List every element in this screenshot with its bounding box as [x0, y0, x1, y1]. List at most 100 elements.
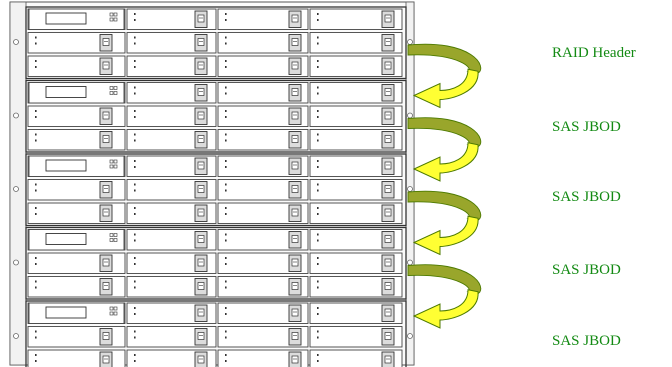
drive-led: [317, 233, 319, 236]
drive-led: [225, 42, 227, 45]
drive-bay: [27, 276, 126, 298]
drive-latch-window: [384, 208, 392, 217]
drive-latch-window: [197, 88, 205, 96]
drive-led: [35, 213, 37, 215]
drive-tray: [309, 8, 403, 30]
drive-led: [225, 257, 227, 259]
drive-led: [317, 307, 319, 309]
drive-led: [35, 336, 37, 339]
drive-bay: [217, 8, 309, 30]
drive-led: [225, 116, 227, 118]
mount-hole-left: [13, 112, 19, 119]
mount-hole-right: [407, 186, 413, 192]
drive-latch-window: [291, 135, 299, 143]
drive-tray: [309, 326, 403, 348]
enclosure-jbod-2: [13, 153, 413, 227]
drive-led: [225, 183, 227, 186]
drive-latch-window: [197, 61, 205, 70]
panel-button: [113, 91, 118, 95]
drive-tray: [126, 129, 217, 151]
drive-led: [225, 166, 227, 168]
drive-led: [134, 42, 136, 45]
drive-latch-window: [291, 258, 299, 267]
panel-button: [109, 233, 114, 237]
drive-tray: [217, 105, 309, 127]
drive-led: [317, 139, 319, 142]
drive-led: [225, 189, 227, 192]
enclosure-jbod-3: [13, 226, 413, 300]
drive-latch-window: [291, 88, 299, 96]
drive-tray: [217, 229, 309, 251]
drive-led: [134, 183, 136, 186]
drive-bay: [126, 32, 217, 54]
drive-bay: [309, 276, 403, 298]
enclosure-chassis: [25, 6, 407, 80]
drive-latch-window: [197, 282, 205, 290]
cascade-arrow-1: [407, 43, 482, 109]
drive-led: [35, 139, 37, 142]
drive-latch-window: [197, 161, 205, 170]
drive-latch-window: [197, 185, 205, 193]
drive-led: [225, 354, 227, 356]
drive-tray: [126, 229, 217, 251]
panel-button: [113, 12, 118, 17]
drive-tray: [217, 326, 309, 348]
drive-bay: [126, 326, 217, 348]
enclosure-label-jbod-2: SAS JBOD: [552, 189, 621, 205]
panel-button: [109, 238, 114, 242]
drive-led: [225, 330, 227, 333]
drive-led: [225, 36, 227, 39]
mount-hole-left: [13, 186, 19, 192]
drive-led: [225, 360, 227, 362]
drive-led: [317, 166, 319, 168]
drive-tray: [217, 349, 309, 367]
drive-tray: [126, 326, 217, 348]
drive-led: [317, 60, 319, 62]
drive-bay: [126, 302, 217, 324]
drive-latch-window: [291, 235, 299, 243]
panel-button: [109, 91, 114, 95]
drive-led: [225, 313, 227, 315]
drive-led: [35, 354, 37, 356]
panel-button: [109, 164, 114, 169]
mount-hole-right: [407, 39, 413, 45]
enclosure-label-raid-header: RAID Header: [552, 45, 636, 61]
enclosure-chassis: [25, 79, 407, 153]
drive-led: [317, 257, 319, 259]
drive-led: [35, 110, 37, 112]
drive-led: [225, 213, 227, 215]
drive-led: [317, 360, 319, 362]
drive-bay: [309, 55, 403, 77]
panel-button: [109, 12, 114, 17]
arrow-head: [412, 215, 479, 256]
drive-led: [134, 160, 136, 162]
drive-bay: [126, 252, 217, 274]
drive-led: [134, 66, 136, 68]
drive-led: [134, 92, 136, 95]
drive-bay: [27, 202, 126, 224]
drive-tray: [309, 155, 403, 177]
drive-led: [317, 336, 319, 339]
drive-bay: [217, 326, 309, 348]
drive-tray: [309, 179, 403, 201]
drive-bay: [217, 179, 309, 201]
drive-tray: [217, 202, 309, 224]
drive-tray: [217, 82, 309, 104]
drive-led: [225, 13, 227, 15]
drive-tray: [126, 349, 217, 367]
panel-button: [113, 233, 118, 237]
drive-tray: [309, 32, 403, 54]
lcd-display: [45, 86, 87, 98]
drive-tray: [217, 8, 309, 30]
mount-hole-right: [407, 112, 413, 119]
arrow-head: [412, 68, 479, 109]
drive-led: [35, 116, 37, 118]
enclosure-label-jbod-1: SAS JBOD: [552, 119, 621, 135]
drive-led: [225, 263, 227, 265]
drive-led: [317, 313, 319, 315]
drive-led: [35, 263, 37, 265]
drive-led: [134, 139, 136, 142]
drive-led: [35, 330, 37, 333]
drive-bay: [126, 105, 217, 127]
enclosure-jbod-4: [13, 300, 413, 367]
